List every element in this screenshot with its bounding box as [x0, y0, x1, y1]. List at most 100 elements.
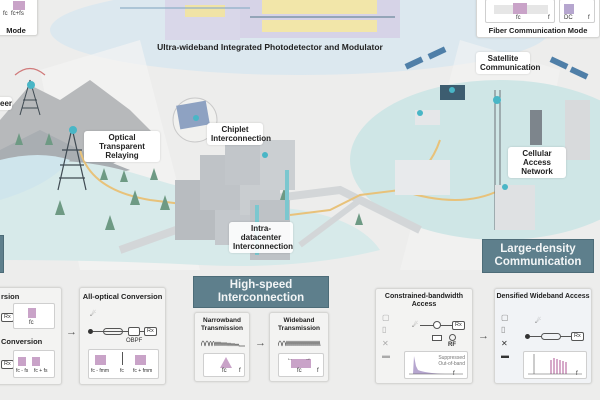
header-high-speed-text: High-speed Interconnection	[217, 279, 305, 304]
drone-icon: ✕	[382, 339, 389, 348]
mode-axis-labels: fc fc+fs	[3, 11, 43, 17]
panel-narrowband: Narrowband Transmission fc f	[194, 312, 250, 382]
header-large-density-text: Large-density Communication	[494, 243, 582, 268]
lake	[0, 155, 70, 200]
stadium	[395, 160, 450, 195]
fiber-link-1	[79, 149, 231, 211]
panel-densified: Densified Wideband Access ▢ ▯ ✕ ▬ ☄ Rx f	[494, 288, 592, 384]
wideband-title: Wideband Transmission	[278, 317, 320, 332]
axis-label-fc: fc	[120, 368, 124, 374]
node-tower-relay	[69, 126, 77, 134]
mode-panel-left: fc fc+fs Mode	[0, 0, 38, 36]
laser-source-icon	[525, 334, 530, 339]
arrow-right-1: →	[66, 326, 77, 338]
spectrum-band	[28, 308, 36, 318]
monitor-icon: ▢	[382, 313, 390, 322]
label-cellular: Cellular Access Network	[508, 147, 566, 178]
antenna-icon: ☄	[90, 311, 97, 318]
building-apartment	[495, 185, 535, 230]
node-building	[502, 184, 508, 190]
node-van	[417, 110, 423, 116]
satellite-right	[549, 56, 589, 80]
label-intra-datacenter: Intra-datacenter Interconnection	[229, 222, 293, 253]
axis-label-f: f	[548, 15, 550, 21]
header-large-density: Large-density Communication	[482, 239, 594, 273]
panel-wideband: Wideband Transmission ← → fc f	[269, 312, 329, 382]
node-cell-tower	[493, 96, 501, 104]
node-datacenter	[262, 152, 268, 158]
spectrum-wide-band	[291, 359, 311, 368]
car-icon: ▬	[501, 351, 509, 360]
densified-spectrum: f	[523, 351, 587, 379]
rx-box: Rx	[452, 321, 465, 330]
label-satellite-text: Satellite Communication	[480, 54, 541, 72]
conversion-title-1: rsion	[1, 292, 20, 301]
mode-caption: Mode	[6, 26, 26, 35]
rx-box: Rx	[144, 327, 157, 336]
obpf-label: OBPF	[126, 338, 143, 344]
phone-icon: ▯	[382, 325, 387, 334]
arrow-right-3: →	[478, 330, 489, 342]
axis-label-fc: fc	[29, 320, 34, 326]
label-chiplet: Chiplet Interconnection	[207, 123, 271, 145]
phone-icon: ▯	[501, 325, 506, 334]
arrow-right-2: →	[255, 337, 266, 349]
conversion-title-2: Conversion	[1, 337, 43, 346]
drone-icon: ✕	[501, 339, 508, 348]
header-high-speed: High-speed Interconnection	[193, 276, 329, 308]
axis-label-fc: fc	[222, 368, 227, 374]
rf-label: RF	[448, 342, 456, 348]
car-icon: ▬	[382, 351, 390, 360]
constrained-spectrum: Suppressed Out-of-band f	[404, 351, 468, 379]
axis-label-f: f	[317, 368, 319, 374]
rx-box-2: Rx	[1, 360, 14, 369]
spectrum-band-lower	[95, 355, 106, 365]
broaden-arrows-icon: ← →	[287, 356, 311, 362]
wideband-waveform	[278, 340, 321, 347]
fiber-spectrum-main: fc f	[485, 0, 555, 23]
building-tower	[565, 100, 590, 160]
fiber-spectrum-dc: DC f	[559, 0, 595, 23]
rf-source-icon	[449, 334, 456, 341]
fiber-mode-caption: Fiber Communication Mode	[488, 26, 588, 35]
signal-waves	[14, 67, 46, 76]
laser-source-icon	[88, 329, 93, 334]
chip-caption: Ultra-wideband Integrated Photodetector …	[157, 42, 383, 52]
modulator-icon	[541, 333, 561, 340]
narrowband-title: Narrowband Transmission	[201, 317, 243, 332]
suppressed-annotation: Suppressed Out-of-band	[438, 355, 465, 367]
label-left-partial-text: eer	[0, 99, 13, 108]
narrowband-waveform	[201, 340, 245, 347]
person	[530, 110, 542, 145]
constrained-title: Constrained-bandwidth Access	[384, 293, 464, 308]
conversion-spectrum-1: fc	[13, 303, 55, 329]
conversion-spectrum-2: fc - fs fc + fs	[13, 350, 55, 378]
spectrum-dc-band	[564, 4, 574, 14]
rx-box: Rx	[571, 332, 584, 341]
panel-all-optical: All-optical Conversion ☄ Rx OBPF fc - fm…	[79, 287, 166, 385]
axis-label-fc-fs: fc - fs	[16, 368, 29, 374]
node-chiplet	[193, 115, 199, 121]
left-header-partial	[0, 235, 4, 273]
spectrum-band-center	[513, 3, 527, 14]
label-chiplet-text: Chiplet Interconnection	[211, 125, 272, 143]
carrier-line	[122, 352, 123, 365]
panel-constrained: Constrained-bandwidth Access ▢ ▯ ✕ ▬ ☄ R…	[375, 288, 473, 384]
densified-title: Densified Wideband Access	[496, 293, 590, 300]
electrode-bottom	[262, 20, 377, 32]
antenna-icon: ☄	[412, 322, 419, 329]
node-workstation	[449, 87, 455, 93]
tower-relay	[57, 127, 87, 191]
axis-label-f: f	[239, 368, 241, 374]
axis-label-f: f	[576, 371, 578, 377]
rx-box: Rx	[1, 313, 14, 322]
optical-path	[93, 331, 146, 332]
spectrum-band-lower	[18, 357, 26, 366]
axis-label-fc-fs: fc+fs	[11, 11, 24, 17]
axis-label-fc: fc	[297, 368, 302, 374]
trees	[15, 133, 363, 230]
road-2	[298, 197, 362, 248]
label-intra-datacenter-text: Intra-datacenter Interconnection	[233, 224, 294, 251]
local-oscillator-box	[432, 335, 442, 341]
constrained-spectrum-plot	[409, 356, 463, 375]
